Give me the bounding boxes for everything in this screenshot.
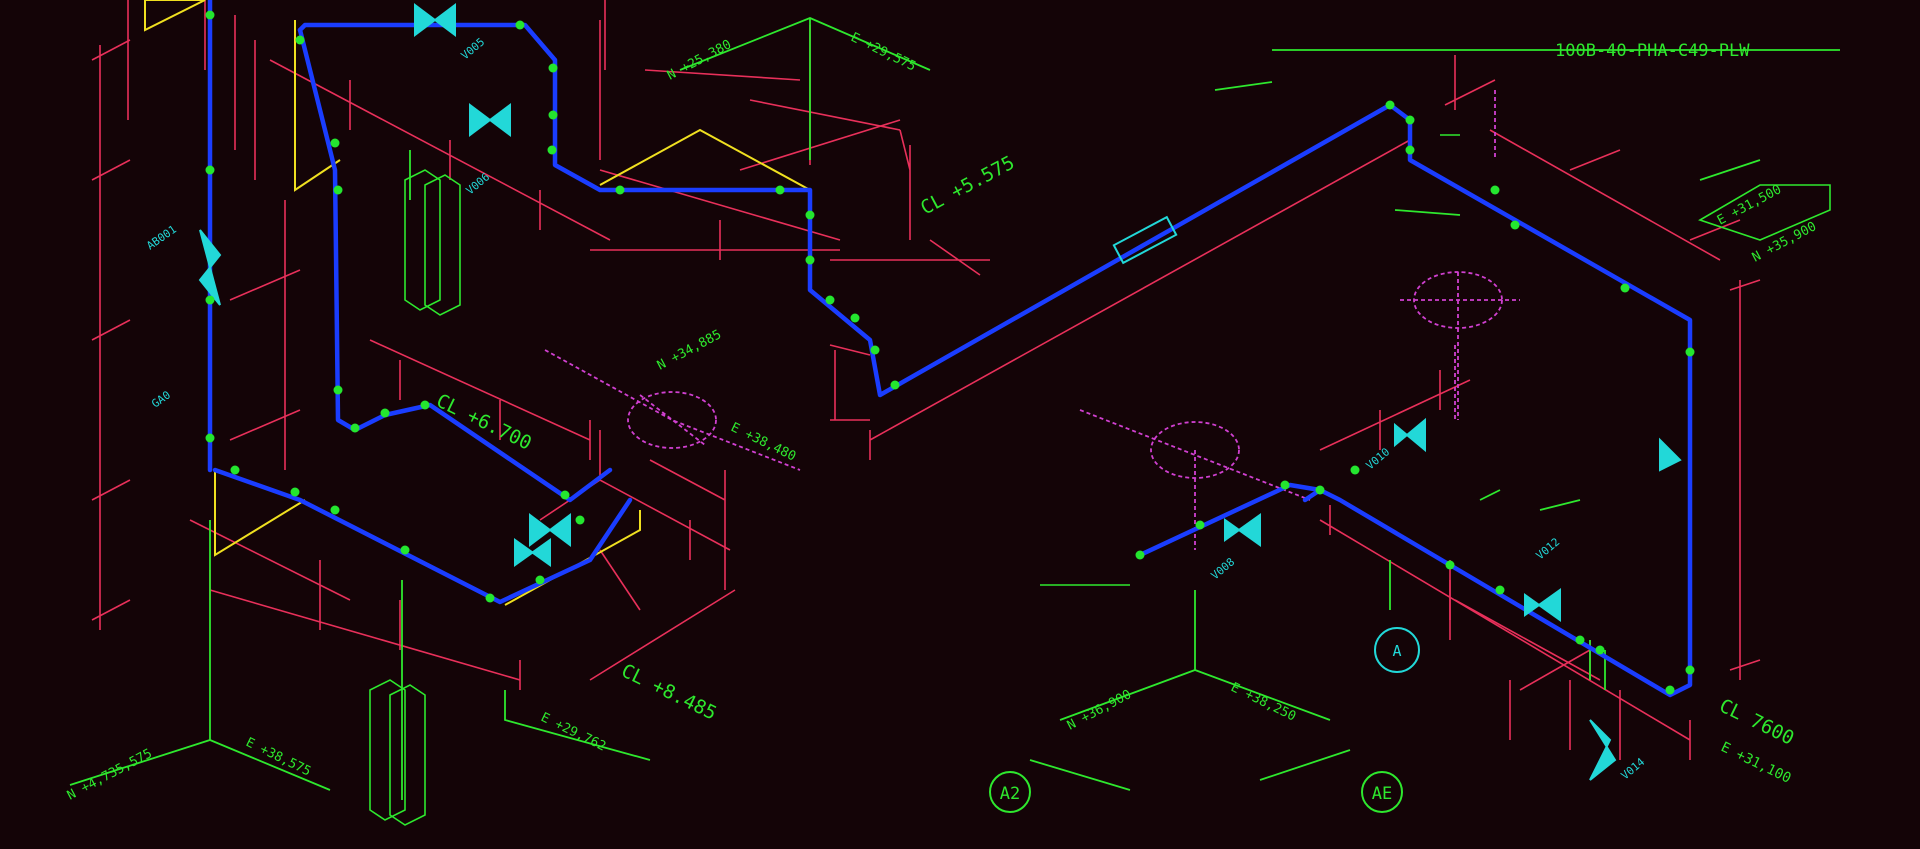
line-number-label: 100B-40-PHA-C49-PLW: [1555, 41, 1750, 61]
valve-lower-mid: [1224, 513, 1261, 547]
marker-ae-circle: [1361, 771, 1403, 813]
marker-bubbles: A2 AE A: [989, 627, 1420, 813]
valve-symbols: [198, 3, 1682, 781]
pipe-route: [207, 0, 1693, 698]
marker-a-circle: [1374, 627, 1420, 673]
weld-points: [205, 10, 1695, 695]
valve-left-vertical: [198, 229, 222, 306]
pipe-spool-tag: [1112, 215, 1178, 265]
marker-a2-label: A2: [1000, 784, 1020, 804]
valve-bottom-right: [1589, 719, 1617, 781]
valve-right-lower: [1524, 588, 1561, 622]
pipe-run-bottom-left: [212, 467, 633, 605]
pipe-run-branch-lower: [1137, 482, 1323, 558]
valve-bottom-center-2: [514, 538, 551, 567]
pipe-supports: [544, 90, 1520, 550]
marker-a-label: A: [1392, 642, 1401, 660]
valve-top-left-1: [414, 3, 456, 37]
valve-upper-mid: [1394, 417, 1426, 453]
piece-tag-boxes: [369, 134, 1831, 826]
marker-a2-circle: [989, 771, 1031, 813]
marker-ae-label: AE: [1372, 784, 1392, 804]
support-circle-left: [627, 391, 717, 449]
valve-bottom-center: [529, 513, 571, 547]
pipe-run-top-left: [297, 22, 1693, 698]
pipe-run-center-loop: [297, 27, 613, 503]
dimension-lines: [91, 0, 1761, 760]
leaders: [69, 17, 1840, 800]
valve-top-left-2: [469, 103, 511, 137]
valve-right-vertical: [1659, 437, 1682, 472]
